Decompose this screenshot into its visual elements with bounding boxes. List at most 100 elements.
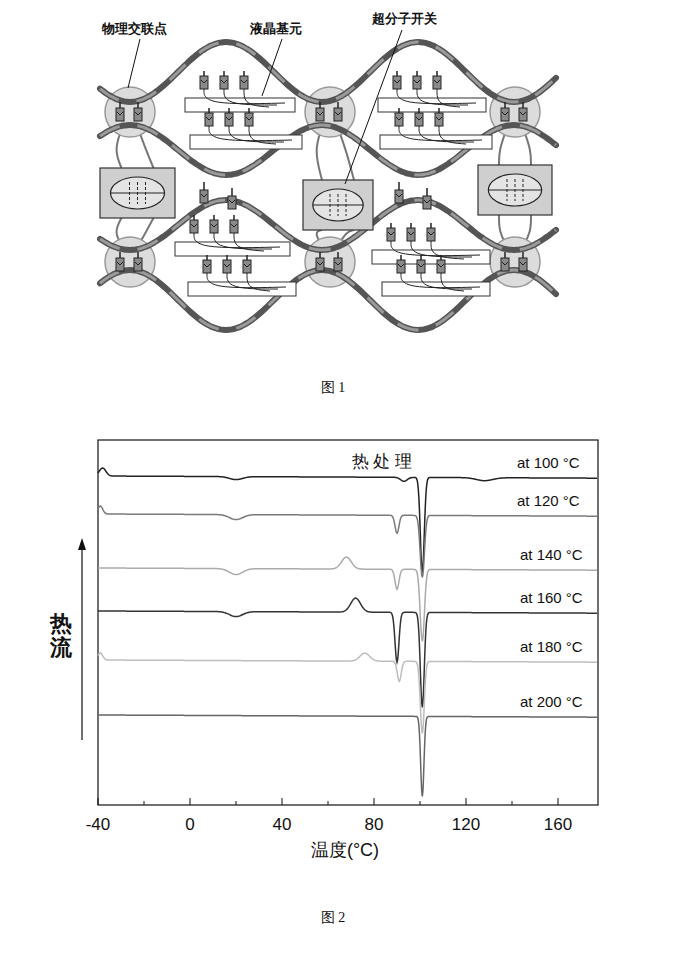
switch-dash bbox=[523, 179, 524, 201]
curve-label: at 160 °C bbox=[518, 589, 585, 606]
arrow-head bbox=[78, 538, 86, 550]
mesogen-box bbox=[175, 242, 290, 256]
mesogen-tail bbox=[224, 89, 277, 105]
side-group-link bbox=[243, 71, 245, 76]
side-group-link bbox=[223, 71, 225, 76]
switch-dash bbox=[346, 194, 347, 216]
side-group-link bbox=[203, 182, 205, 190]
dsc-curve bbox=[98, 715, 597, 796]
side-group bbox=[205, 113, 213, 126]
side-group bbox=[220, 76, 228, 89]
side-group bbox=[397, 260, 405, 273]
side-group-mark bbox=[317, 112, 323, 115]
mesogen-tail bbox=[417, 89, 468, 105]
mesogen-box bbox=[382, 282, 490, 296]
mesogen-tail bbox=[439, 126, 466, 144]
side-group bbox=[316, 258, 324, 271]
tick-label: 80 bbox=[365, 815, 384, 835]
side-group bbox=[519, 258, 527, 271]
switch-dash bbox=[145, 182, 146, 204]
side-group-mark bbox=[396, 194, 402, 197]
mesogen-box bbox=[372, 250, 490, 264]
x-tick bbox=[328, 801, 329, 805]
side-group-link bbox=[208, 108, 210, 113]
side-group bbox=[200, 76, 208, 89]
part-label: 物理交联点 bbox=[102, 22, 167, 37]
side-group bbox=[243, 260, 251, 273]
curve-label: at 200 °C bbox=[518, 693, 585, 710]
side-group-link bbox=[319, 102, 321, 108]
leader-line bbox=[345, 30, 402, 184]
side-group-mark bbox=[201, 80, 207, 83]
side-group-link bbox=[337, 102, 339, 108]
x-tick bbox=[466, 798, 467, 805]
side-group-mark bbox=[424, 200, 430, 203]
side-group bbox=[334, 258, 342, 271]
mesogen-tail bbox=[209, 126, 292, 141]
mesogen-tail bbox=[227, 273, 278, 289]
side-group-mark bbox=[204, 264, 210, 267]
mesogen-tail bbox=[247, 273, 270, 291]
side-group-mark bbox=[408, 232, 414, 235]
side-group bbox=[387, 228, 395, 241]
axis-title: 热 流 bbox=[50, 612, 72, 660]
side-group-link bbox=[420, 255, 422, 260]
x-tick bbox=[282, 798, 283, 805]
side-group-mark bbox=[436, 117, 442, 120]
side-group-mark bbox=[434, 80, 440, 83]
x-tick bbox=[374, 798, 375, 805]
mesogen-tail bbox=[419, 126, 474, 142]
mesogen-tail bbox=[399, 126, 482, 141]
polymer-chain bbox=[100, 270, 556, 330]
x-tick bbox=[512, 801, 513, 805]
mesogen-box bbox=[380, 135, 492, 149]
side-group-link bbox=[206, 255, 208, 260]
x-tick bbox=[98, 798, 99, 805]
side-group-mark bbox=[135, 262, 141, 265]
side-group-mark bbox=[201, 194, 207, 197]
side-group bbox=[395, 113, 403, 126]
mesogen-tail bbox=[441, 273, 464, 291]
tick-label: 40 bbox=[273, 815, 292, 835]
side-group-link bbox=[213, 215, 215, 220]
plot-frame bbox=[98, 440, 598, 805]
side-group bbox=[116, 258, 124, 271]
note-label: 热 处 理 bbox=[352, 452, 412, 472]
tick-label: 160 bbox=[544, 815, 572, 835]
mesogen-tail bbox=[214, 233, 272, 249]
polymer-chain-shade bbox=[100, 42, 556, 102]
side-group-mark bbox=[502, 262, 508, 265]
side-group bbox=[395, 190, 403, 203]
mesogen-tail bbox=[249, 126, 276, 144]
part-label: 液晶基元 bbox=[250, 22, 302, 37]
side-group-mark bbox=[224, 264, 230, 267]
side-group-link bbox=[248, 108, 250, 113]
mesogen-tail bbox=[421, 273, 472, 289]
side-group-link bbox=[504, 102, 506, 108]
side-group bbox=[203, 260, 211, 273]
tick-label: 0 bbox=[185, 815, 194, 835]
side-group bbox=[427, 228, 435, 241]
side-group-mark bbox=[317, 262, 323, 265]
side-group bbox=[519, 108, 527, 121]
curve-label: at 120 °C bbox=[515, 492, 582, 509]
side-group-mark bbox=[191, 224, 197, 227]
side-group-mark bbox=[229, 200, 235, 203]
supramolecular-switch bbox=[100, 168, 175, 218]
curve-label: at 180 °C bbox=[518, 638, 585, 655]
side-group-mark bbox=[398, 264, 404, 267]
side-group-mark bbox=[418, 264, 424, 267]
part-label: 超分子开关 bbox=[372, 12, 437, 27]
side-group-mark bbox=[335, 112, 341, 115]
side-group bbox=[225, 113, 233, 126]
polymer-chain bbox=[100, 42, 556, 102]
side-group-mark bbox=[388, 232, 394, 235]
switch-dash bbox=[330, 194, 331, 216]
side-group-link bbox=[398, 108, 400, 113]
side-group-link bbox=[137, 252, 139, 258]
side-group bbox=[316, 108, 324, 121]
side-group-mark bbox=[241, 80, 247, 83]
side-group-mark bbox=[520, 112, 526, 115]
x-tick bbox=[190, 798, 191, 805]
mesogen-tail bbox=[244, 89, 269, 107]
